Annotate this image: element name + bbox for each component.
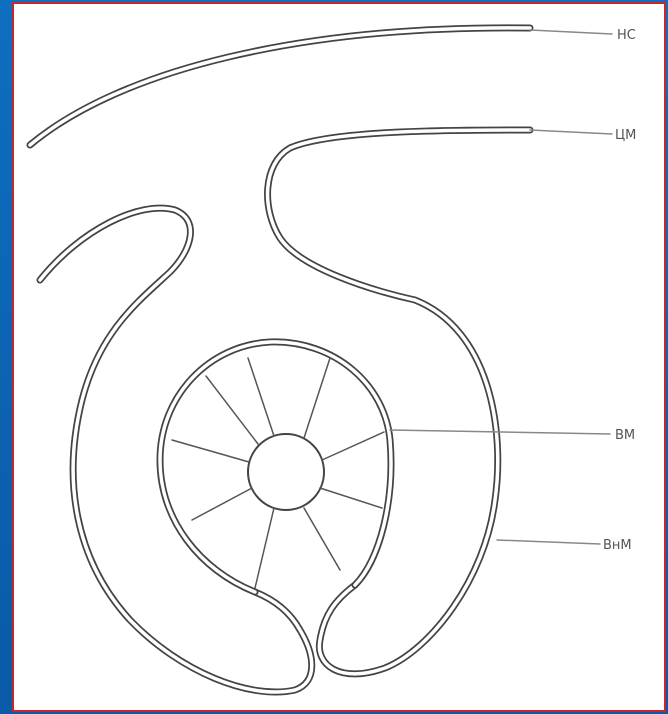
cm-membrane <box>268 130 530 674</box>
label-vnm: ВнМ <box>603 538 632 553</box>
center-circle <box>248 434 324 510</box>
label-cm: ЦМ <box>615 128 636 143</box>
label-nc: НС <box>617 28 636 43</box>
left-fold <box>40 208 312 692</box>
vm-loop <box>160 342 391 592</box>
spokes <box>172 358 384 588</box>
label-vm: ВМ <box>615 428 635 443</box>
